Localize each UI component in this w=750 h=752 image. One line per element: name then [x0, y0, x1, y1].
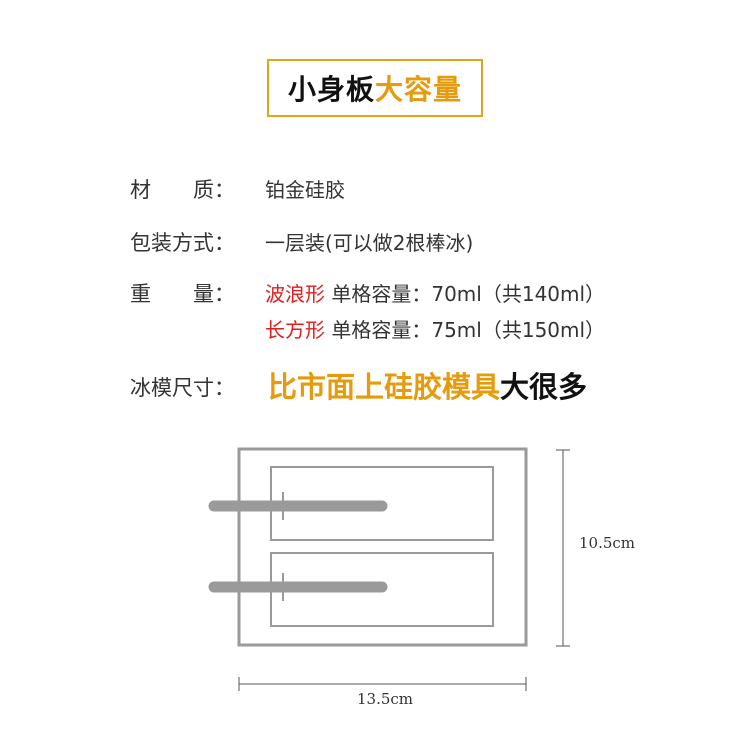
- weight-wave-row: 波浪形 单格容量：70ml（共140ml）: [265, 278, 605, 307]
- wave-shape-name: 波浪形: [265, 282, 325, 306]
- packaging-label: 包装方式：: [130, 231, 235, 255]
- rect-capacity: 单格容量：75ml（共150ml）: [331, 318, 606, 342]
- height-label: 10.5cm: [579, 534, 636, 552]
- size-claim: 比市面上硅胶模具大很多: [268, 364, 587, 406]
- material-label: 材 质：: [130, 178, 235, 202]
- mold-outer-frame: [237, 447, 528, 647]
- title-part-2: 大容量: [375, 73, 463, 106]
- rect-shape-name: 长方形: [265, 318, 325, 342]
- weight-rect-row: 长方形 单格容量：75ml（共150ml）: [265, 314, 605, 343]
- wave-capacity: 单格容量：70ml（共140ml）: [331, 282, 606, 306]
- title-part-1: 小身板: [287, 73, 375, 106]
- size-label: 冰模尺寸：: [130, 376, 235, 400]
- width-label: 13.5cm: [357, 690, 414, 708]
- size-highlight: 比市面上硅胶模具: [268, 370, 501, 404]
- size-emphasis: 大很多: [500, 370, 588, 404]
- weight-label: 重 量：: [130, 282, 235, 306]
- material-value: 铂金硅胶: [265, 178, 345, 202]
- title-banner: 小身板大容量: [267, 59, 483, 117]
- packaging-value: 一层装(可以做2根棒冰): [265, 231, 474, 255]
